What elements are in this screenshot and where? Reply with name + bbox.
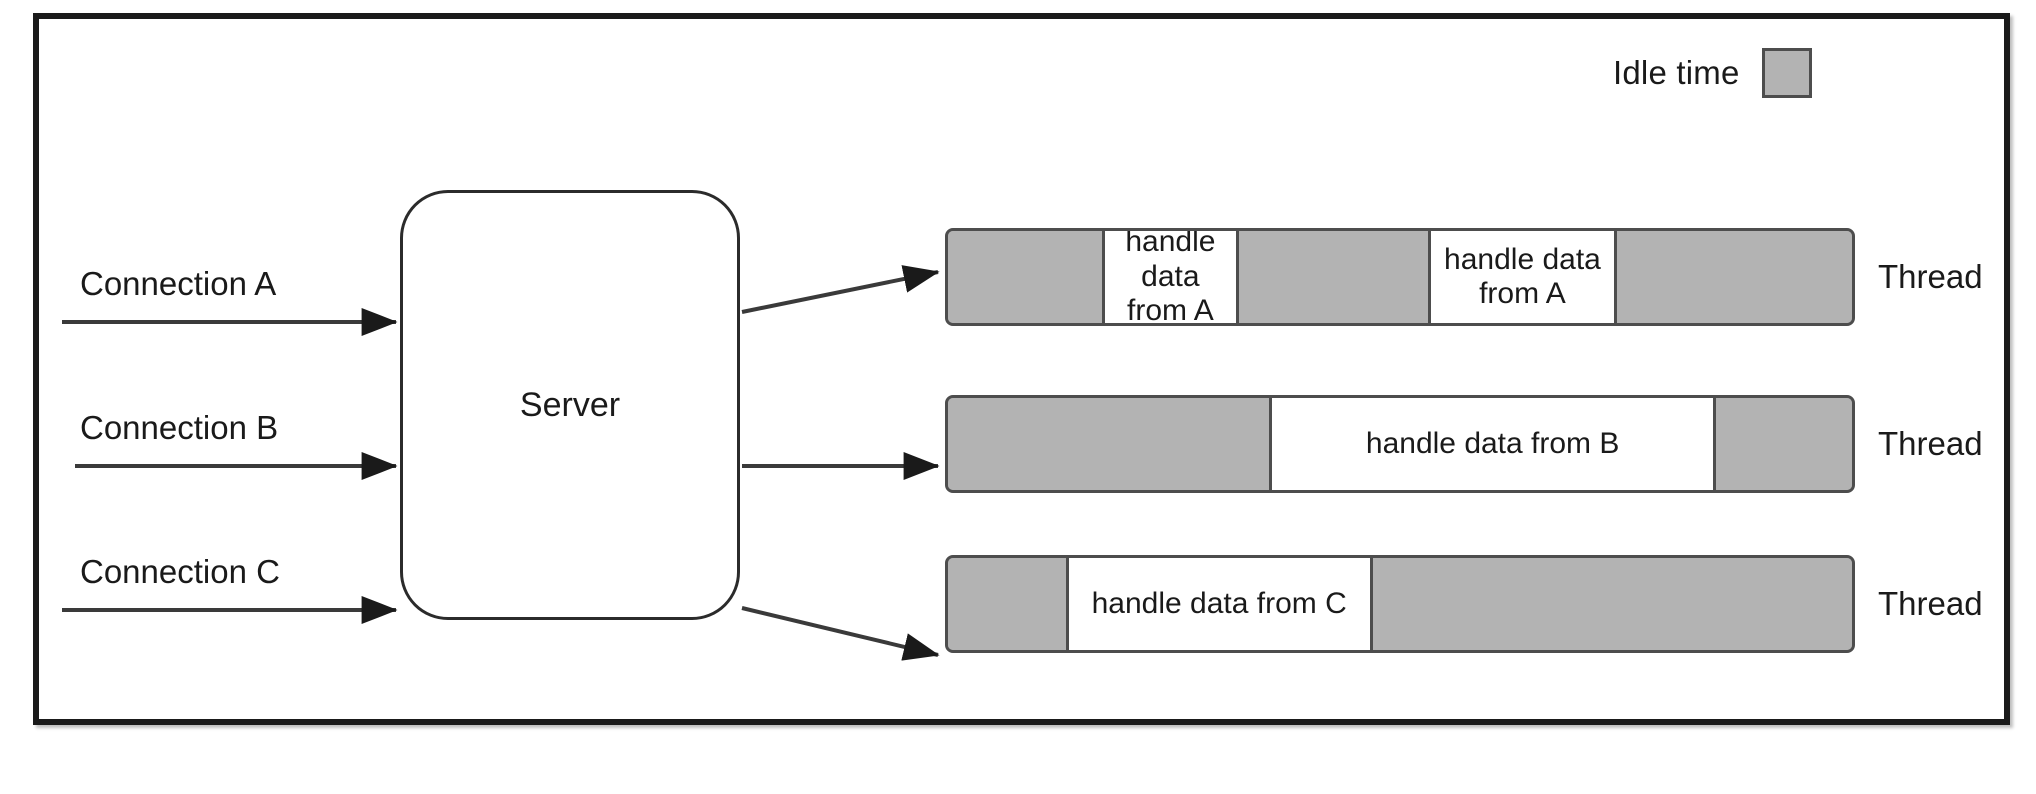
thread-0-idle-segment-0: [948, 231, 1102, 323]
thread-1-idle-segment-0: [948, 398, 1269, 490]
server-node: Server: [400, 190, 740, 620]
thread-a-label: Thread: [1878, 258, 1983, 295]
thread-2-idle-segment-0: [948, 558, 1066, 650]
thread-timeline-a: handle data from A handle data from A: [945, 228, 1855, 326]
thread-2-work-segment-1: handle data from C: [1065, 558, 1373, 650]
thread-0-work-segment-3: handle data from A: [1428, 231, 1617, 323]
thread-1-work-segment-1: handle data from B: [1268, 398, 1717, 490]
connection-a-label: Connection A: [80, 265, 277, 302]
connection-b-label: Connection B: [80, 409, 279, 446]
server-to-thread-a-arrow: [741, 265, 940, 314]
server-to-thread-c-arrow: [741, 606, 940, 661]
thread-0-idle-segment-4: [1616, 231, 1852, 323]
thread-2-idle-segment-2: [1372, 558, 1852, 650]
idle-time-swatch-icon: [1761, 48, 1812, 98]
thread-b-label: Thread: [1878, 425, 1983, 462]
thread-c-label: Thread: [1878, 585, 1983, 622]
thread-0-idle-segment-2: [1239, 231, 1428, 323]
legend: Idle time: [1613, 48, 1812, 98]
server-label: Server: [519, 385, 621, 424]
thread-timeline-b: handle data from B: [945, 395, 1855, 493]
legend-label: Idle time: [1613, 54, 1740, 91]
thread-0-work-segment-1: handle data from A: [1101, 231, 1240, 323]
connection-c-label: Connection C: [80, 553, 280, 590]
thread-timeline-c: handle data from C: [945, 555, 1855, 653]
thread-1-idle-segment-2: [1716, 398, 1852, 490]
